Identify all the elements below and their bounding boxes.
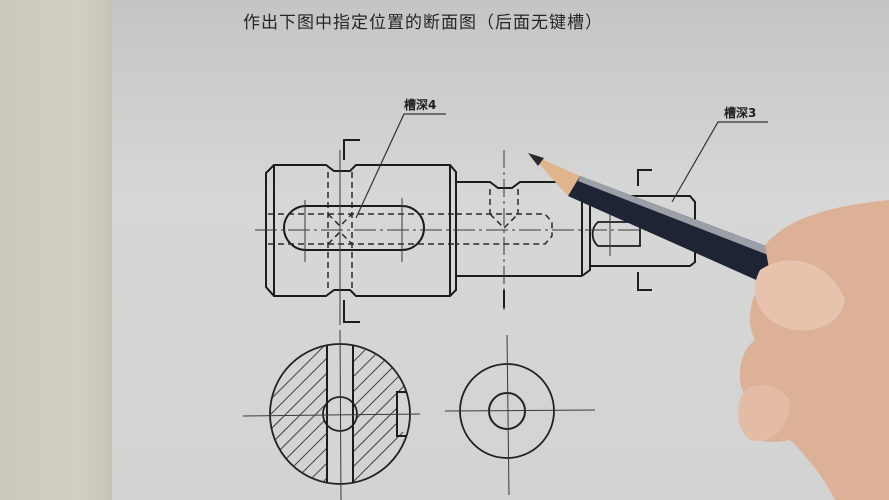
leader-left [355,113,446,219]
pencil [528,153,790,287]
section-marker-a-top [343,139,360,160]
hand [738,200,889,500]
left-page-edge [0,0,112,500]
section-marker-b-bottom [637,272,652,291]
groove-depth-label-right: 槽深3 [724,106,757,120]
shaft-small-segment [456,181,570,189]
section-marker-b-top [637,169,652,186]
section-marker-a-bottom [343,300,360,323]
groove-depth-label-left: 槽深4 [404,98,437,112]
section-view-concentric [444,334,596,496]
section-view-hatched [242,329,421,500]
keyway-slot [283,205,425,251]
leader-right [671,121,768,203]
exercise-title: 作出下图中指定位置的断面图（后面无键槽） [243,13,603,33]
